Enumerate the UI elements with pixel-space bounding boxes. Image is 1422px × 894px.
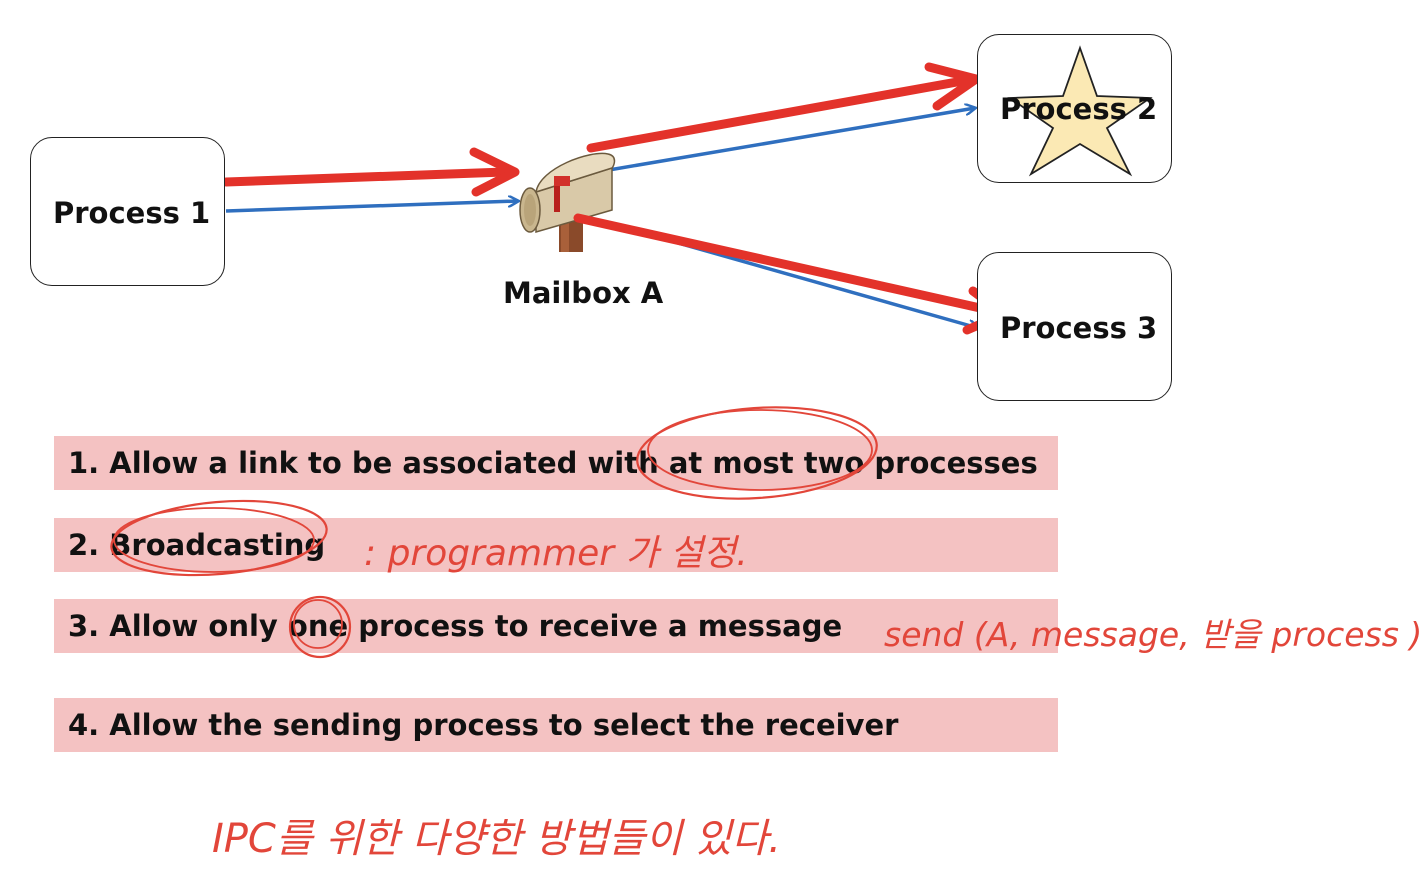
mailbox-label: Mailbox A (503, 276, 663, 310)
list-item-4-text: 4. Allow the sending process to select t… (68, 708, 898, 742)
list-item-4: 4. Allow the sending process to select t… (54, 698, 1058, 752)
process-1-label: Process 1 (53, 196, 210, 230)
mailbox-icon (520, 153, 615, 252)
note-send: send (A, message, 받을 process ) (884, 608, 1422, 656)
list-item-3-text: 3. Allow only one process to receive a m… (68, 609, 842, 643)
process-2-label: Process 2 (1000, 92, 1157, 126)
list-item-1-text: 1. Allow a link to be associated with at… (68, 446, 1038, 480)
process-3-label: Process 3 (1000, 311, 1157, 345)
list-item-1: 1. Allow a link to be associated with at… (54, 436, 1058, 490)
red-arrow-p1-mailbox (226, 172, 505, 182)
red-arrow-mailbox-p2 (591, 80, 968, 148)
list-item-2-text: 2. Broadcasting (68, 528, 325, 562)
blue-arrow-p1-mailbox (226, 201, 518, 211)
note-broadcasting: : programmer 가 설정. (364, 524, 748, 576)
note-bottom: IPC를 위한 다양한 방법들이 있다. (212, 806, 781, 864)
